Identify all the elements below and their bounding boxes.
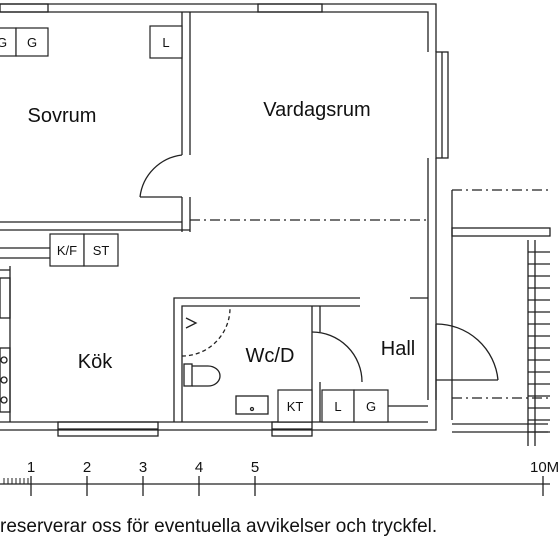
scale-label-1: 1 [27, 459, 35, 476]
room-label-sovrum: Sovrum [28, 105, 97, 127]
fixture-box-g-hall [353, 389, 389, 423]
toilet-tank [183, 363, 193, 387]
kitchen-appliance-left [0, 277, 11, 319]
room-label-wcd: Wc/D [246, 345, 295, 367]
stairs [527, 240, 536, 446]
wall-wc-top [173, 297, 360, 422]
wall-wc-right [311, 306, 321, 332]
fixture-label-l-hall: L [334, 399, 341, 414]
window-top-right [257, 3, 323, 13]
scale-label-2: 2 [83, 459, 91, 476]
fixture-box-l-hall [321, 389, 355, 423]
fixture-box-st [83, 233, 119, 267]
fixture-label-kt: KT [287, 399, 304, 414]
scale-label-10m: 10M [530, 459, 559, 476]
fixture-label-g-bedroom: G [27, 35, 37, 50]
fixture-label-st: ST [93, 243, 110, 258]
fixture-label-kf: K/F [57, 243, 77, 258]
outer-wall-top [0, 3, 437, 52]
scale-label-4: 4 [195, 459, 203, 476]
toilet-bowl [192, 365, 221, 387]
outer-wall-bottom [0, 380, 437, 431]
shower-arc [181, 307, 231, 357]
door-swing-wc [311, 331, 363, 383]
fixture-labels: G G L K/F ST KT L G [0, 35, 376, 414]
walls [0, 3, 551, 446]
wall-bedroom-living [181, 12, 191, 155]
fixture-box-g-bedroom [15, 27, 49, 57]
fixture-label-g-hall: G [366, 399, 376, 414]
wall-wc-top-inner [181, 305, 360, 422]
wall-bedroom-bottom [0, 221, 190, 231]
disclaimer-text: reserverar oss för eventuella avvikelser… [0, 516, 438, 537]
door-swing-front [435, 323, 499, 381]
room-label-hall: Hall [381, 338, 415, 360]
door-swing-bedroom [139, 154, 183, 198]
fixture-label-g-partial: G [0, 35, 7, 50]
window-top-left [0, 3, 49, 13]
scale-bar: 1 2 3 4 5 10M [0, 459, 559, 496]
room-label-kok: Kök [78, 351, 113, 373]
fixture-box-l-bedroom [149, 25, 183, 59]
scale-label-5: 5 [251, 459, 259, 476]
scale-label-3: 3 [139, 459, 147, 476]
fixture-box-kf [49, 233, 85, 267]
fixture-box-kt [277, 389, 313, 423]
room-label-vardagsrum: Vardagsrum [263, 99, 370, 121]
stove-left [0, 347, 11, 413]
shower-head-icon [185, 317, 198, 329]
sink [235, 395, 269, 415]
balcony-rail-top [451, 227, 551, 237]
fixture-label-l-bedroom: L [162, 35, 169, 50]
outer-wall-top-inner [0, 11, 429, 52]
